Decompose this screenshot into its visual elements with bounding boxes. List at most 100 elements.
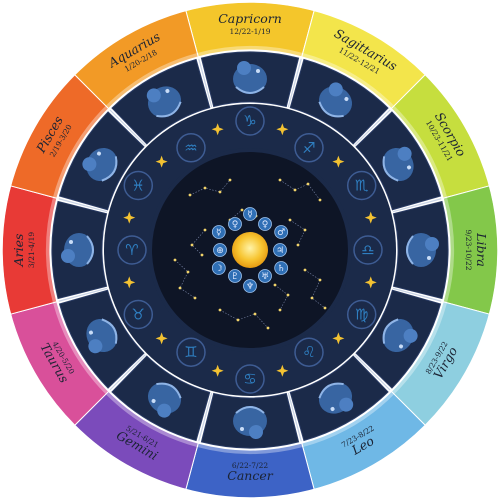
maiden-icon (382, 318, 418, 353)
twins-icon (147, 382, 182, 418)
fishes-icon (82, 147, 118, 182)
glyph-badge-virgo (346, 299, 377, 330)
glyph-badge-aries (117, 235, 147, 265)
constellation (278, 178, 322, 202)
constellation-panels (51, 51, 449, 449)
planet-icon: ♇ (231, 272, 239, 282)
capricorn-goat-icon (233, 61, 267, 94)
planet-badge (228, 217, 242, 231)
water-bearer-icon (146, 86, 182, 118)
sign-dates: 3/21-4/19 (27, 232, 36, 268)
star-icon (364, 211, 377, 224)
planet-icon: ♄ (277, 264, 285, 274)
planet-icon: ♀ (232, 220, 239, 230)
planet-badge (274, 225, 289, 239)
star-icon (276, 123, 289, 136)
glyph-ring: ♑ ♐ ♏ ♎ ♍ ♌ ♋ ♊ ♉ ♈ ♓ ♒ (117, 106, 383, 394)
planet-badge (213, 243, 227, 257)
glyph-badge-capricorn (235, 106, 265, 136)
glyph-badge-taurus (123, 299, 154, 330)
leo-glyph-icon: ♌ (302, 343, 315, 361)
panel-divider (392, 287, 442, 302)
constellation (190, 228, 207, 257)
panel-divider (287, 392, 302, 442)
sign-dates: 9/23-10/22 (464, 230, 473, 271)
panel-divider (354, 354, 391, 391)
planet-badge (273, 243, 287, 257)
planet-icon: ⊕ (216, 246, 224, 256)
gemini-glyph-icon: ♊ (184, 343, 197, 361)
bull-icon (86, 318, 118, 354)
panel-divider (58, 198, 108, 213)
glyph-badge-sagittarius (294, 133, 324, 163)
star-icon (276, 364, 289, 377)
glyph-badge-aquarius (176, 133, 206, 163)
star-icon (123, 211, 136, 224)
glyph-badge-libra (353, 235, 383, 265)
ram-icon (61, 233, 94, 267)
sign-name: Libra (474, 232, 489, 267)
glyph-badge-leo (294, 337, 324, 367)
cancer-glyph-icon: ♋ (243, 370, 256, 388)
planet-icon: ♀ (262, 220, 269, 230)
glyph-badge-scorpio (346, 170, 377, 201)
panel-divider (58, 287, 108, 302)
star-icon (155, 155, 168, 168)
glyph-badge-gemini (176, 337, 206, 367)
planet-ring: ☿♀♂♃♄♅♆♇☽⊕☿♀ (211, 207, 289, 293)
sign-name: Aries (11, 234, 26, 268)
pisces-glyph-icon: ♓ (132, 177, 145, 195)
taurus-glyph-icon: ♉ (132, 306, 145, 324)
planet-icon: ☿ (247, 210, 253, 220)
planet-badge (258, 217, 272, 231)
star-icon (364, 276, 377, 289)
planet-icon: ♃ (276, 246, 284, 256)
scorpion-icon (382, 146, 414, 182)
panel-divider (109, 109, 146, 146)
scales-icon (406, 233, 439, 267)
planet-badge (258, 269, 272, 283)
sign-dates: 6/22-7/22 (232, 461, 268, 470)
constellation (218, 308, 270, 330)
planet-icon: ☿ (216, 228, 222, 238)
star-icon (211, 123, 224, 136)
constellation (303, 268, 327, 310)
panel-divider (354, 109, 391, 146)
planet-icon: ♆ (246, 282, 254, 292)
sun-icon (232, 232, 268, 268)
constellation (173, 258, 197, 300)
aquarius-glyph-icon: ♒ (184, 139, 197, 157)
star-icon (123, 276, 136, 289)
panel-divider (198, 58, 213, 108)
planet-badge (228, 269, 242, 283)
star-icon (332, 155, 345, 168)
sagittarius-archer-icon (318, 82, 353, 118)
star-icon (211, 364, 224, 377)
panel-divider (287, 58, 302, 108)
capricorn-glyph-icon: ♑ (243, 112, 256, 130)
sagittarius-glyph-icon: ♐ (302, 139, 315, 157)
constellation (188, 178, 232, 197)
sign-name: Cancer (227, 468, 273, 483)
panel-divider (198, 392, 213, 442)
sign-dates: 12/22-1/19 (230, 27, 271, 36)
crab-icon (233, 406, 267, 439)
planet-badge (243, 279, 257, 293)
planet-badge (274, 261, 289, 275)
constellation (273, 283, 290, 312)
virgo-glyph-icon: ♍ (355, 306, 368, 324)
planet-icon: ☽ (215, 264, 223, 274)
glyph-badge-cancer (235, 364, 265, 394)
libra-glyph-icon: ♎ (361, 241, 374, 259)
star-icon (155, 332, 168, 345)
aries-glyph-icon: ♈ (125, 241, 138, 259)
scorpio-glyph-icon: ♏ (355, 177, 369, 195)
panel-divider (109, 354, 146, 391)
planet-badge (211, 261, 226, 275)
planet-badge (211, 225, 226, 239)
